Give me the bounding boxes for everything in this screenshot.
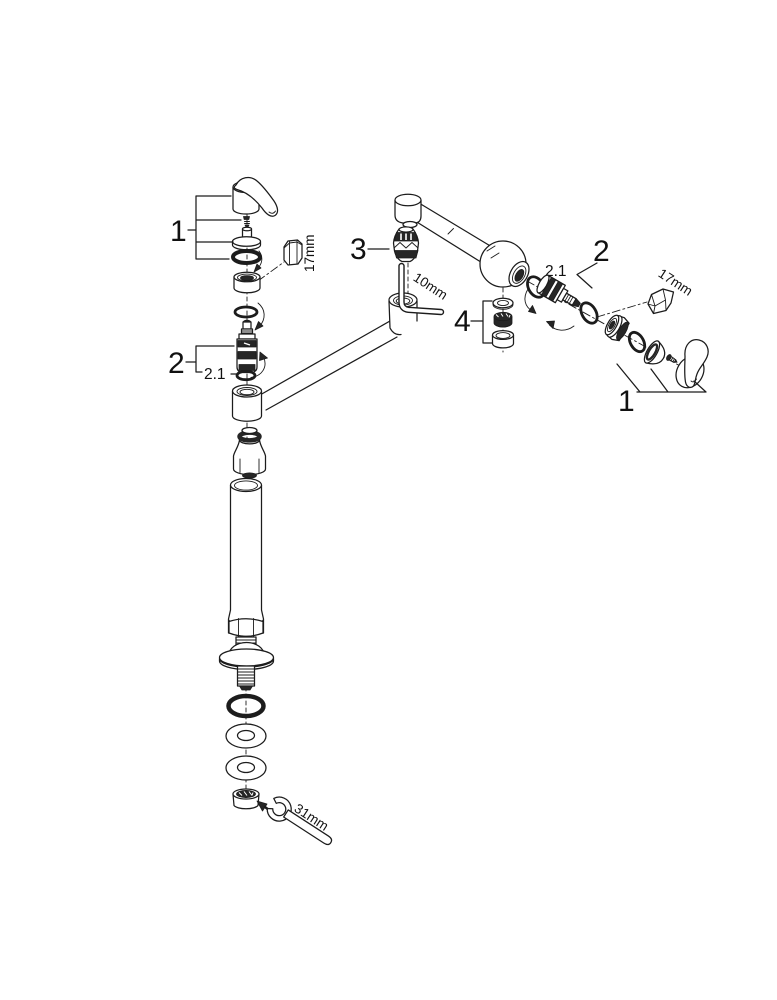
cartridge-right [536,274,581,308]
wrench-31mm [266,796,333,846]
callout-2-left: 2 2.1 [168,345,237,383]
rotate-arrow-right-2 [546,320,575,331]
lower-arm-tube [259,320,398,411]
mounting-nut [232,788,260,810]
washer-2 [225,755,267,781]
o-ring-handle-right [627,330,647,354]
rotate-arrow-cartridge-top [254,302,265,331]
handle-screw-left [243,216,250,229]
rotate-arrow-cap [253,250,263,273]
swivel-connector [232,426,267,479]
callout-4: 4 [454,300,493,344]
spout-elbow [394,193,422,229]
o-ring-cartridge-right [579,301,599,325]
mousseur [392,226,420,263]
centerlines [245,212,701,791]
label-1-left: 1 [170,215,187,248]
callout-1-left: 1 [170,195,242,260]
handle-screw-right [666,354,678,363]
label-2-1-left: 2.1 [204,366,226,383]
callout-1-right: 1 [616,363,707,418]
o-ring-cartridge-left [233,305,259,319]
check-valve [493,311,513,328]
callout-2-right: 2 [576,235,610,289]
washer-1 [225,723,267,749]
callout-3: 3 [350,233,390,266]
ball-joint [479,240,530,288]
base-threaded-stud [236,665,256,691]
riser-pipe [227,477,265,634]
handle-right [675,339,709,389]
handle-cap-right [643,340,666,365]
valve-washer [492,297,514,310]
allen-key-10mm [398,262,445,316]
rotate-arrow-right-1 [524,288,537,314]
label-4: 4 [454,305,471,338]
o-ring-2-1-left [235,369,257,382]
cartridge-nut-left [233,271,261,294]
hex-socket-17mm-right [647,288,675,315]
label-3: 3 [350,233,367,266]
cartridge-left [236,319,258,374]
valve-cap [491,329,515,349]
label-2-left: 2 [168,347,185,380]
base-o-ring [226,693,266,719]
hex-left-size-label: 17mm [302,234,317,272]
faucet-body-elbow [231,384,263,422]
hex-socket-17mm-left [283,239,303,266]
pipe-hex-nut [228,618,264,637]
handle-cap-left [231,226,262,251]
label-2-right: 2 [593,235,610,268]
label-2-1-right: 2.1 [545,263,567,280]
spout-tube [411,202,493,265]
cartridge-nut-right [604,314,630,342]
handle-left [232,176,279,217]
o-ring-handle-left [231,249,262,265]
label-1-right: 1 [618,385,635,418]
base-flange [218,641,275,671]
